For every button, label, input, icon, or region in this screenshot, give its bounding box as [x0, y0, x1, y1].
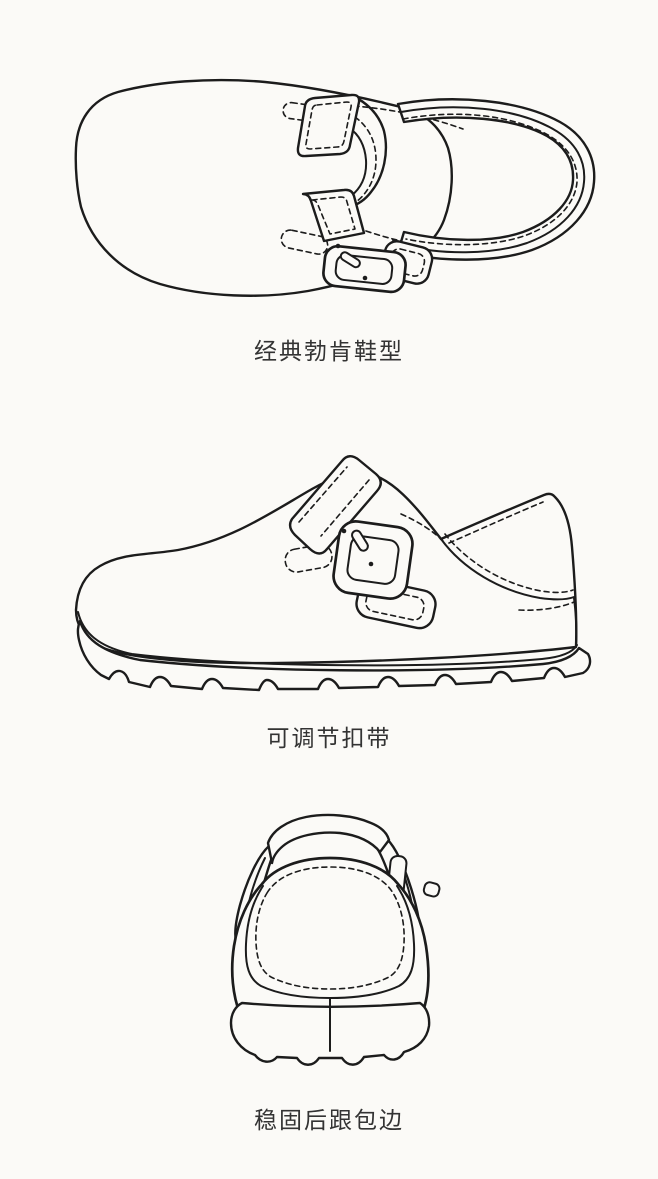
- heel-sole: [229, 997, 431, 1066]
- instep-strap-upper-band: [296, 93, 361, 158]
- strap-pin-hole: [368, 561, 374, 567]
- instep-strap-lower-band: [301, 188, 366, 243]
- clog-back-view-drawing: [229, 813, 441, 1066]
- heel-counter-stitching: [255, 866, 405, 990]
- adjustable-strap: [288, 455, 382, 555]
- strap-keeper-loop-upper: [282, 101, 321, 123]
- figure-caption-side-view: 可调节扣带: [266, 726, 392, 752]
- figure-caption-top-view: 经典勃肯鞋型: [254, 339, 404, 365]
- strap-keeper-loop-lower: [280, 229, 329, 255]
- strap-pin-hole: [335, 243, 341, 249]
- collar-and-quarter-stitching: [400, 501, 578, 648]
- figure-caption-back-view: 稳固后跟包边: [254, 1108, 404, 1134]
- instep-strap-connector: [347, 94, 388, 209]
- back-strap-buckle-tab: [422, 881, 441, 898]
- sole-and-tread: [76, 611, 592, 692]
- buckle: [332, 520, 414, 600]
- clog-side-view-drawing: [74, 455, 592, 692]
- strap-pin-hole: [341, 528, 347, 534]
- clog-top-view-drawing: [74, 78, 596, 297]
- shoe-body-top-view: [74, 78, 453, 297]
- back-strap-band: [266, 813, 391, 865]
- strap-pin-hole: [362, 275, 368, 281]
- buckle: [322, 244, 407, 294]
